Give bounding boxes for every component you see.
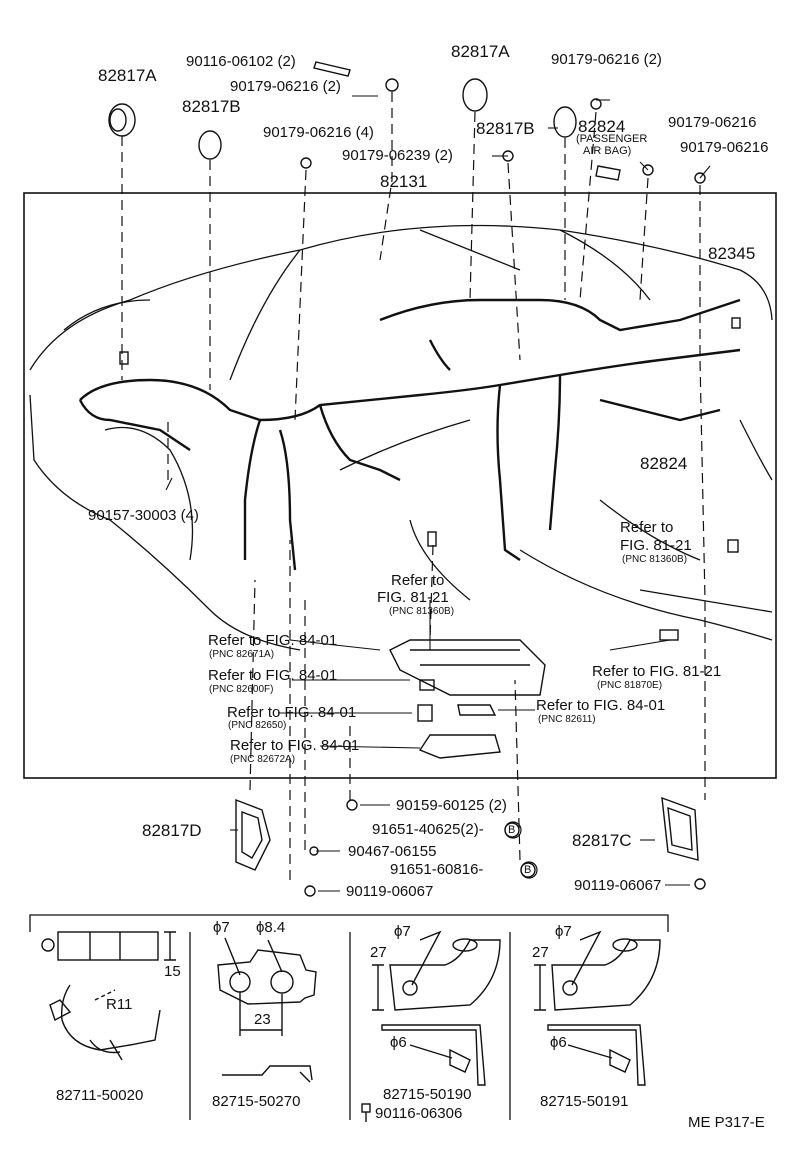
bolt-90116-06306	[361, 1103, 371, 1122]
d3-phi7: ϕ7	[394, 923, 411, 940]
d4-phi6: ϕ6	[550, 1034, 567, 1051]
d3-part: 82715-50190	[383, 1086, 472, 1103]
d3-dim: 27	[370, 944, 387, 961]
label-90116-06102: 90116-06102 (2)	[186, 53, 296, 70]
ref3-text: Refer to FIG. 81-21	[592, 663, 722, 680]
ref5-text: Refer to FIG. 84-01	[208, 667, 338, 684]
label-91651-60816: 91651-60816-	[390, 861, 484, 878]
ref8-text: Refer to FIG. 84-01	[230, 737, 360, 754]
ref6-pnc: (PNC 82650)	[228, 720, 287, 731]
detail4-drawing	[534, 930, 661, 1086]
footer-code: ME P317-E	[688, 1114, 765, 1131]
label-passenger-airbag-2: AIR BAG)	[583, 145, 632, 157]
detail-frames	[29, 914, 669, 1120]
label-82817D: 82817D	[142, 821, 202, 840]
label-82824-mid: 82824	[640, 454, 688, 473]
label-90179-06216-4: 90179-06216 (4)	[263, 124, 374, 141]
d3-phi6: ϕ6	[390, 1034, 407, 1051]
detail3-drawing	[372, 930, 501, 1086]
d2-dim: 23	[254, 1011, 271, 1028]
label-91651-40625: 91651-40625(2)-	[372, 821, 484, 838]
label-90179-06216-a: 90179-06216	[668, 114, 757, 131]
label-82817A-left: 82817A	[98, 66, 157, 85]
label-90467-06155: 90467-06155	[348, 843, 437, 860]
label-90179-06216-b: 90179-06216	[680, 139, 769, 156]
d4-part: 82715-50191	[540, 1093, 629, 1110]
label-82817C: 82817C	[572, 831, 632, 850]
label-90119-06067-a: 90119-06067	[346, 883, 434, 900]
detail1-drawing	[41, 931, 176, 1061]
label-passenger-airbag-1: (PASSENGER	[576, 133, 648, 145]
ref1-line1: Refer to	[391, 572, 445, 589]
connectors	[119, 317, 741, 759]
d1-radius: R11	[106, 996, 133, 1013]
wire-harness	[78, 298, 741, 571]
ref4-pnc: (PNC 82671A)	[209, 649, 275, 660]
ref7-pnc: (PNC 82611)	[538, 714, 596, 725]
circle-b-1: B	[508, 824, 516, 836]
d2-part: 82715-50270	[212, 1093, 301, 1110]
label-90179-06216-2b: 90179-06216 (2)	[551, 51, 662, 68]
label-90179-06216-2a: 90179-06216 (2)	[230, 78, 341, 95]
ref8-pnc: (PNC 82672A)	[230, 754, 296, 765]
label-82345: 82345	[708, 244, 756, 263]
ref7-text: Refer to FIG. 84-01	[536, 697, 666, 714]
ref2-pnc: (PNC 81360B)	[622, 554, 688, 565]
label-82131: 82131	[380, 172, 428, 191]
main-diagram-frame	[23, 192, 777, 779]
label-90157-30003: 90157-30003 (4)	[88, 507, 199, 524]
car-body-outline	[29, 224, 773, 651]
label-90119-06067-b: 90119-06067	[574, 877, 662, 894]
ref2-line2: FIG. 81-21	[620, 537, 692, 554]
d2-phi7: ϕ7	[213, 919, 230, 936]
ref1-line2: FIG. 81-21	[377, 589, 449, 606]
d4-phi7: ϕ7	[555, 923, 572, 940]
junction-block	[389, 639, 546, 696]
ref5-pnc: (PNC 82600F)	[209, 684, 274, 695]
bracket-82817D	[235, 798, 271, 871]
d4-dim: 27	[532, 944, 549, 961]
label-82824-top: 82824	[578, 117, 626, 136]
label-82817B-right: 82817B	[476, 119, 535, 138]
d1-dim: 15	[164, 963, 181, 980]
label-82817A-top: 82817A	[451, 42, 510, 61]
circle-b-2: B	[524, 864, 532, 876]
ref3-pnc: (PNC 81870E)	[597, 680, 663, 691]
detail2-drawing	[217, 937, 317, 1083]
d1-part: 82711-50020	[56, 1087, 144, 1104]
d3-bolt: 90116-06306	[375, 1105, 463, 1122]
ref2-line1: Refer to	[620, 519, 674, 536]
ref6-text: Refer to FIG. 84-01	[227, 704, 357, 721]
label-82817B-left: 82817B	[182, 97, 241, 116]
d2-phi84: ϕ8.4	[256, 919, 286, 936]
ref4-text: Refer to FIG. 84-01	[208, 632, 338, 649]
label-90179-06239: 90179-06239 (2)	[342, 147, 453, 164]
label-leaders	[165, 95, 711, 892]
label-90159-60125: 90159-60125 (2)	[396, 797, 507, 814]
ref1-pnc: (PNC 81360B)	[389, 606, 455, 617]
bracket-82817C	[661, 796, 699, 861]
